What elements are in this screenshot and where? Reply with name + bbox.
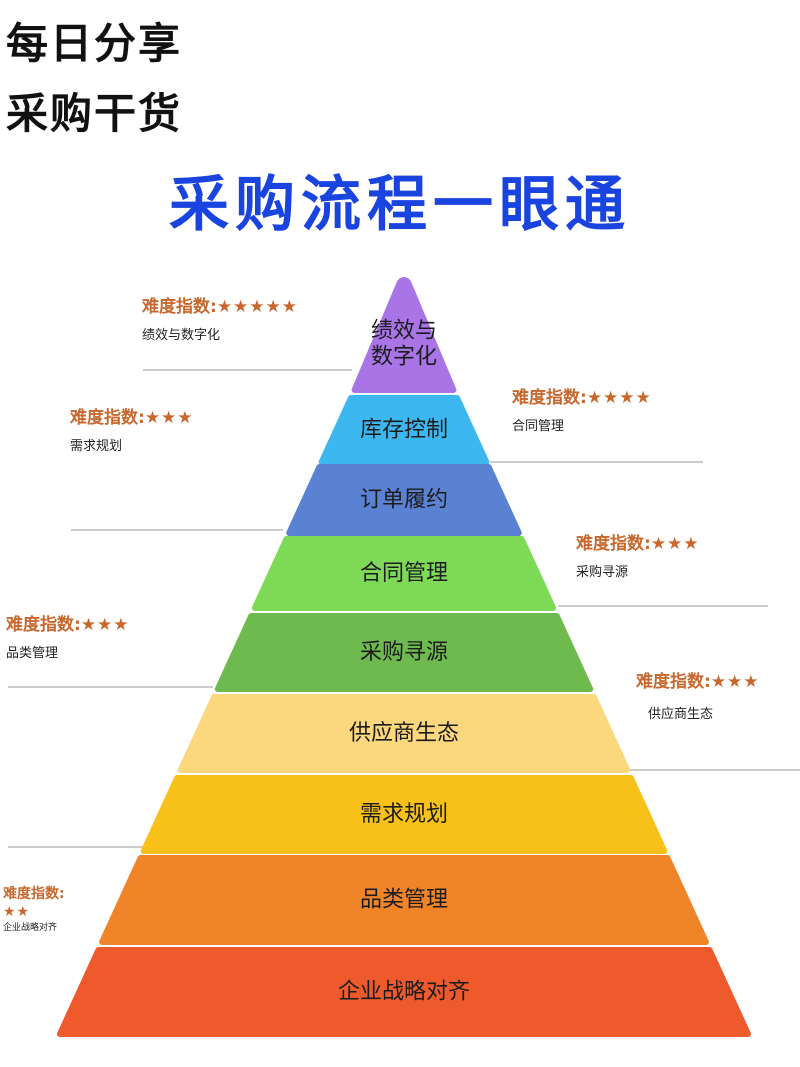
rating-label: 难度指数: — [6, 615, 81, 635]
pyramid-tier — [140, 775, 668, 854]
pyramid-tier — [99, 855, 709, 945]
tier-label: 绩效与 — [371, 319, 437, 344]
star-rating: ★★★★★ — [216, 297, 299, 317]
rating-label: 难度指数: — [70, 408, 145, 428]
star-rating: ★★★★ — [586, 388, 652, 408]
pyramid-tier — [251, 536, 557, 611]
note-topic: 企业战略对齐 — [3, 923, 58, 933]
rating-label: 难度指数: — [142, 297, 217, 317]
rating-label: 难度指数: — [576, 534, 651, 554]
header-line-2: 采购干货 — [6, 89, 183, 138]
difficulty-note: 难度指数:★★★★ 合同管理 — [512, 387, 652, 435]
tier-label: 品类管理 — [360, 888, 448, 913]
pyramid-tier — [351, 277, 457, 393]
tier-label: 采购寻源 — [360, 640, 448, 665]
difficulty-note: 难度指数:★★★ 采购寻源 — [576, 533, 700, 581]
star-rating: ★★★ — [710, 672, 760, 692]
difficulty-note: 难度指数:★★★ 品类管理 — [6, 614, 130, 662]
note-topic: 绩效与数字化 — [142, 328, 221, 343]
note-topic: 采购寻源 — [576, 565, 629, 580]
star-rating: ★★★ — [144, 408, 194, 428]
tier-label: 合同管理 — [360, 561, 448, 586]
pyramid-tier — [57, 947, 751, 1037]
pyramid-tier — [177, 694, 631, 773]
page-title: 采购流程一眼通 — [169, 170, 631, 240]
difficulty-note: 难度指数:★★★ 需求规划 — [70, 407, 194, 455]
rating-label: 难度指数: — [3, 886, 65, 902]
star-rating: ★★★ — [650, 534, 700, 554]
leader-lines — [8, 369, 800, 848]
rating-label: 难度指数: — [512, 388, 587, 408]
pyramid-tier — [318, 395, 490, 465]
pyramid-tier — [214, 613, 594, 692]
star-rating: ★★ — [3, 904, 31, 920]
note-topic: 品类管理 — [6, 646, 59, 661]
star-rating: ★★★ — [80, 615, 130, 635]
note-topic: 供应商生态 — [648, 707, 714, 722]
pyramid-tier — [286, 464, 522, 536]
header-line-1: 每日分享 — [6, 19, 183, 68]
tier-label: 订单履约 — [360, 488, 448, 513]
pyramid-tiers: 绩效与数字化库存控制订单履约合同管理采购寻源供应商生态需求规划品类管理企业战略对… — [57, 277, 751, 1037]
tier-label: 企业战略对齐 — [338, 980, 470, 1005]
note-topic: 需求规划 — [70, 439, 123, 454]
difficulty-note: 难度指数: ★★ 企业战略对齐 — [3, 885, 65, 934]
difficulty-note: 难度指数:★★★★★ 绩效与数字化 — [142, 296, 298, 344]
tier-label: 数字化 — [371, 345, 437, 370]
difficulty-note: 难度指数:★★★ 供应商生态 — [636, 671, 760, 723]
tier-label: 供应商生态 — [349, 721, 459, 746]
tier-label: 库存控制 — [360, 418, 448, 443]
rating-label: 难度指数: — [636, 672, 711, 692]
note-topic: 合同管理 — [512, 419, 565, 434]
tier-label: 需求规划 — [360, 802, 448, 827]
